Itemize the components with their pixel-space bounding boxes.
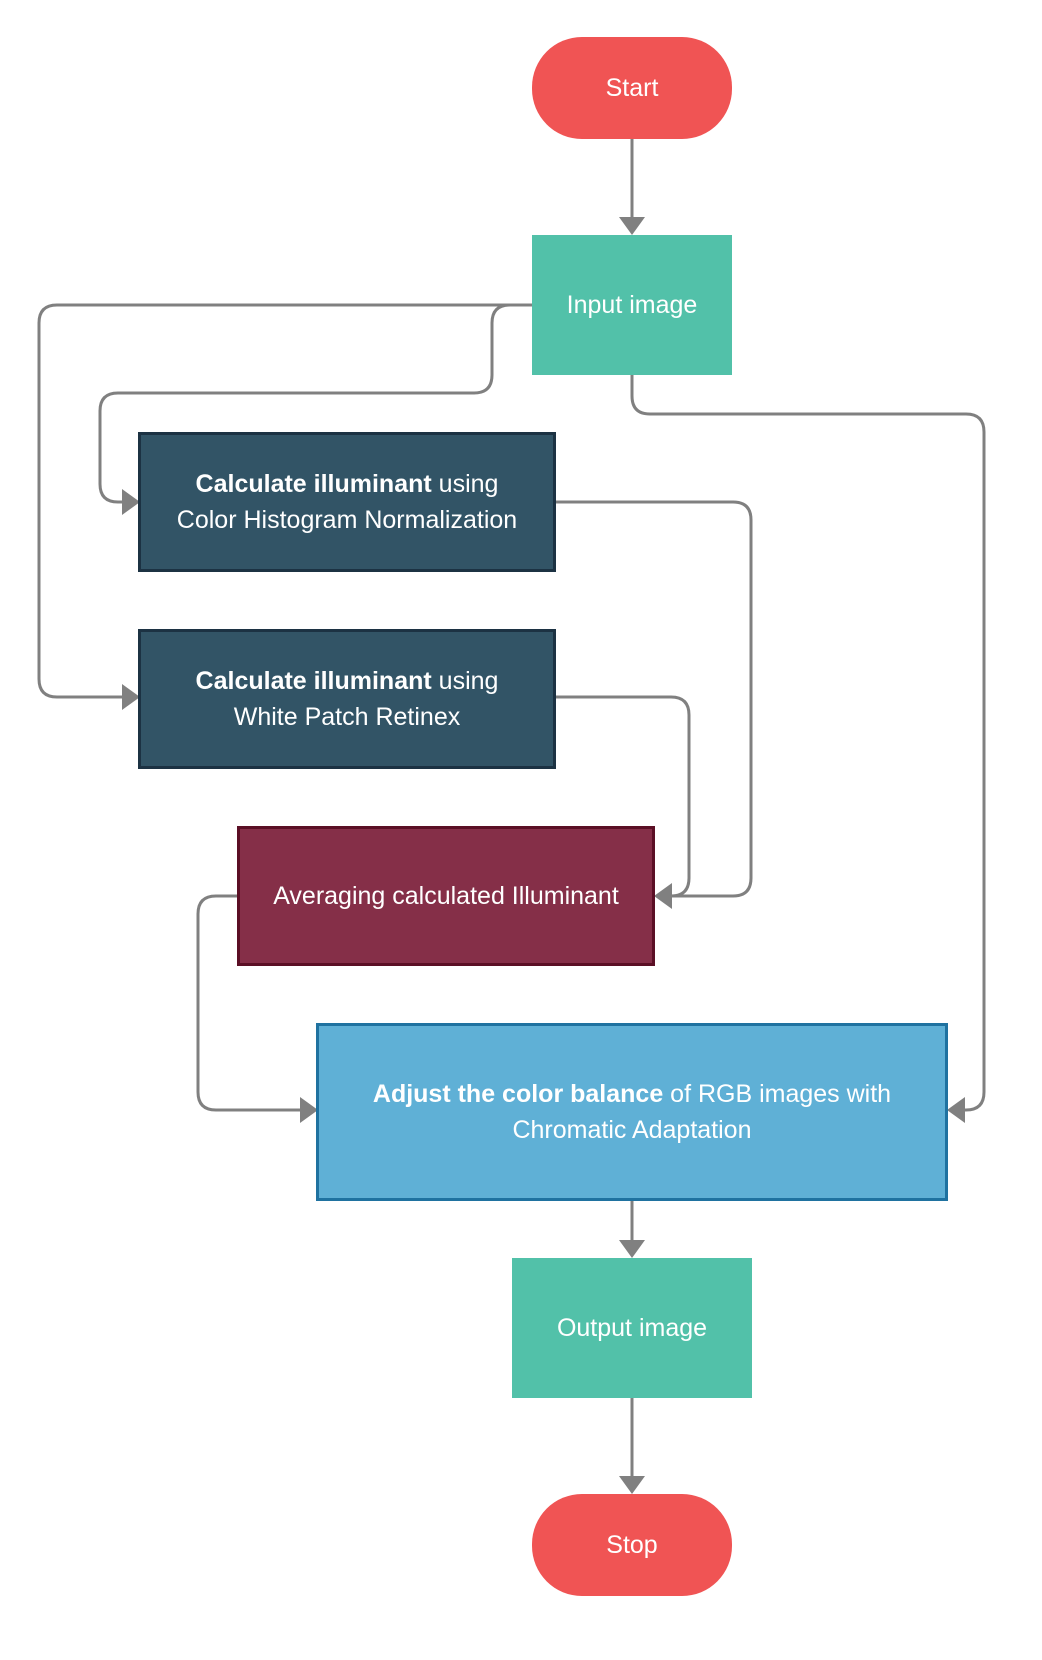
edge-input-adjust: [630, 375, 986, 1112]
arrowhead-output: [619, 1240, 645, 1258]
start-label: Start: [605, 74, 659, 102]
edge-input-chn: [98, 303, 532, 504]
start-terminal[interactable]: Start: [532, 37, 732, 139]
arrowhead-average: [654, 883, 672, 909]
stop-label: Stop: [606, 1531, 658, 1559]
output-image-node[interactable]: Output image: [512, 1258, 752, 1398]
edge-input-wpr: [37, 303, 532, 699]
output-image-label: Output image: [556, 1314, 708, 1342]
arrowhead-input: [619, 217, 645, 235]
arrowhead-stop: [619, 1476, 645, 1494]
arrowhead-adjust-left: [300, 1097, 318, 1123]
calculate-illuminant-chn-node[interactable]: Calculate illuminant using Color Histogr…: [138, 432, 556, 572]
arrowhead-wpr: [122, 684, 140, 710]
wpr-label-rest: using: [431, 667, 499, 695]
adjust-color-balance-node[interactable]: Adjust the color balance of RGB images w…: [316, 1023, 948, 1201]
input-image-label: Input image: [566, 291, 698, 319]
arrowhead-adjust-right: [947, 1097, 965, 1123]
edge-wpr-average: [556, 695, 691, 898]
chn-label-bold: Calculate illuminant: [195, 470, 432, 498]
calculate-illuminant-wpr-node[interactable]: Calculate illuminant using White Patch R…: [138, 629, 556, 769]
adjust-label-line2: Chromatic Adaptation: [512, 1116, 752, 1144]
wpr-label-line2: White Patch Retinex: [233, 703, 461, 731]
averaging-illuminant-node[interactable]: Averaging calculated Illuminant: [237, 826, 655, 966]
input-image-node[interactable]: Input image: [532, 235, 732, 375]
chn-label-line2: Color Histogram Normalization: [176, 506, 518, 534]
chn-label-rest: using: [431, 470, 499, 498]
arrowhead-chn: [122, 489, 140, 515]
stop-terminal[interactable]: Stop: [532, 1494, 732, 1596]
adjust-label-bold: Adjust the color balance: [372, 1080, 664, 1108]
edge-chn-average: [556, 500, 753, 898]
edge-average-adjust: [196, 894, 302, 1112]
average-label: Averaging calculated Illuminant: [273, 882, 619, 910]
wpr-label-bold: Calculate illuminant: [195, 667, 432, 695]
adjust-label-rest: of RGB images with: [663, 1080, 892, 1108]
